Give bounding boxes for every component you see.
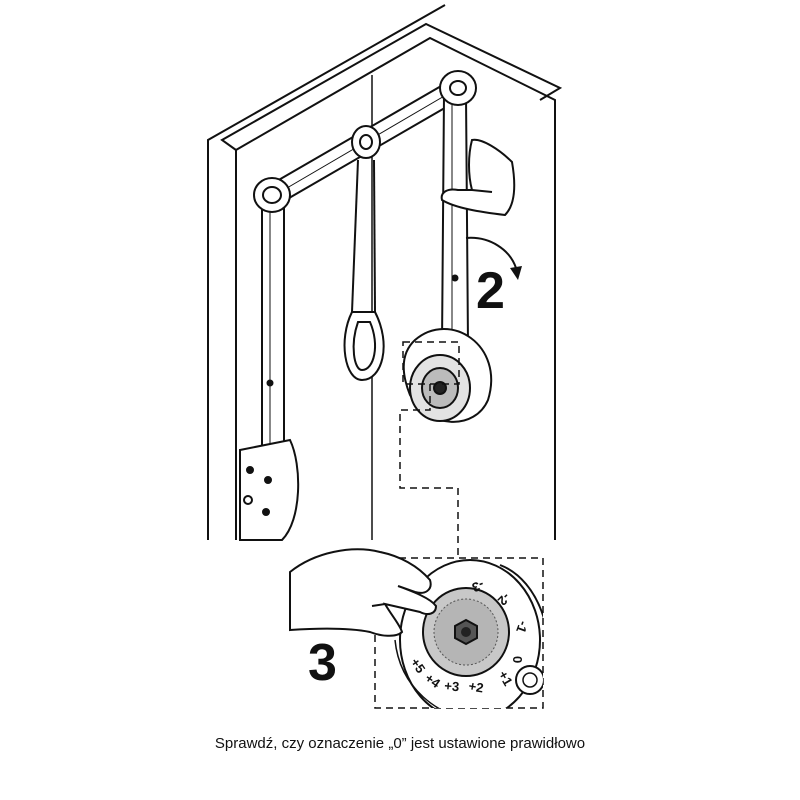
step-3-label: 3 — [308, 634, 337, 692]
dial-mark: +3 — [444, 678, 460, 694]
right-arm — [402, 70, 493, 423]
dial-mark: +1 — [495, 668, 515, 688]
dial-mark: +2 — [467, 678, 484, 695]
adjustment-dial: -3 -2 -1 0 +1 +2 +3 +4 +5 — [394, 559, 543, 708]
instruction-caption: Sprawdź, czy oznaczenie „0” jest ustawio… — [214, 735, 586, 752]
dial-mark: -1 — [513, 619, 531, 635]
dial-mark: +5 — [408, 655, 429, 676]
dial-mark: -3 — [470, 577, 486, 595]
rotation-arrow-icon — [465, 236, 522, 280]
left-arm — [239, 177, 300, 541]
dial-mark-zero: 0 — [510, 656, 525, 663]
step-2-label: 2 — [476, 262, 505, 320]
dial-scale: -3 -2 -1 0 +1 +2 +3 +4 +5 — [408, 577, 532, 695]
center-hanger — [343, 125, 385, 382]
hand-top-icon — [440, 138, 516, 217]
hand-bottom-icon — [289, 548, 438, 637]
